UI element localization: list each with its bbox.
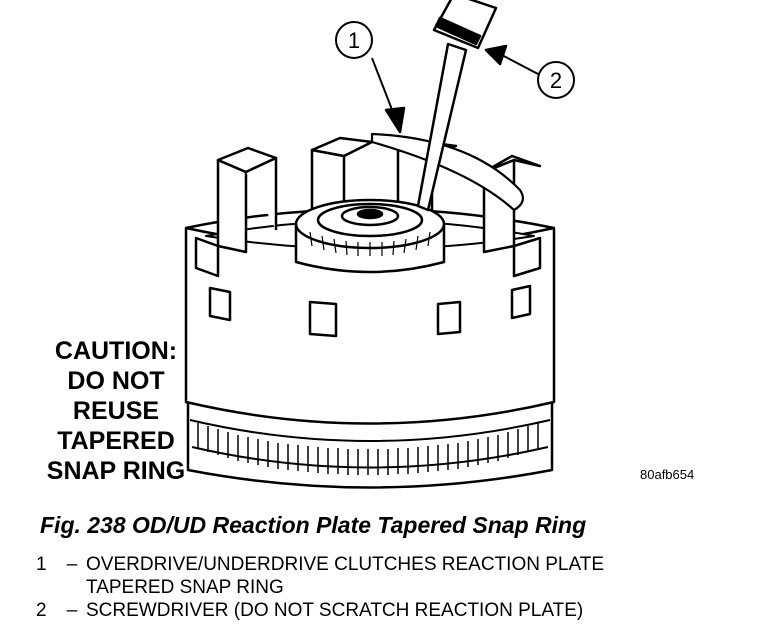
legend: 1 – OVERDRIVE/UNDERDRIVE CLUTCHES REACTI… bbox=[36, 553, 604, 622]
caution-line: REUSE bbox=[72, 397, 160, 425]
legend-text: OVERDRIVE/UNDERDRIVE CLUTCHES REACTION P… bbox=[86, 554, 605, 598]
callout-1-label: 1 bbox=[348, 28, 360, 53]
callout-2-circle bbox=[537, 61, 575, 99]
screwdriver-icon bbox=[416, 0, 498, 212]
gear-teeth-band bbox=[186, 398, 554, 489]
callout-2-label: 2 bbox=[550, 68, 562, 93]
caution-line: CAUTION: bbox=[54, 337, 178, 365]
legend-text: SCREWDRIVER (DO NOT SCRATCH REACTION PLA… bbox=[86, 600, 584, 621]
callout-1-circle bbox=[335, 21, 373, 59]
tapered-snap-ring bbox=[370, 132, 525, 212]
legend-dash: – bbox=[66, 600, 78, 621]
center-hub bbox=[294, 198, 446, 274]
legend-number: 2 bbox=[36, 600, 47, 621]
legend-number: 1 bbox=[36, 554, 47, 575]
reaction-plate-diagram: 1 2 bbox=[184, 0, 575, 489]
caution-line: SNAP RING bbox=[46, 457, 186, 485]
figure-code: 80afb654 bbox=[640, 467, 695, 482]
legend-item: 2 – SCREWDRIVER (DO NOT SCRATCH REACTION… bbox=[36, 599, 604, 622]
figure-caption: Fig. 238 OD/UD Reaction Plate Tapered Sn… bbox=[40, 512, 587, 538]
legend-dash: – bbox=[66, 554, 78, 575]
caution-note: CAUTION: DO NOT REUSE TAPERED SNAP RING bbox=[30, 336, 202, 486]
caution-line: TAPERED bbox=[57, 427, 175, 455]
legend-item: 1 – OVERDRIVE/UNDERDRIVE CLUTCHES REACTI… bbox=[36, 553, 604, 599]
caution-line: DO NOT bbox=[67, 367, 165, 395]
